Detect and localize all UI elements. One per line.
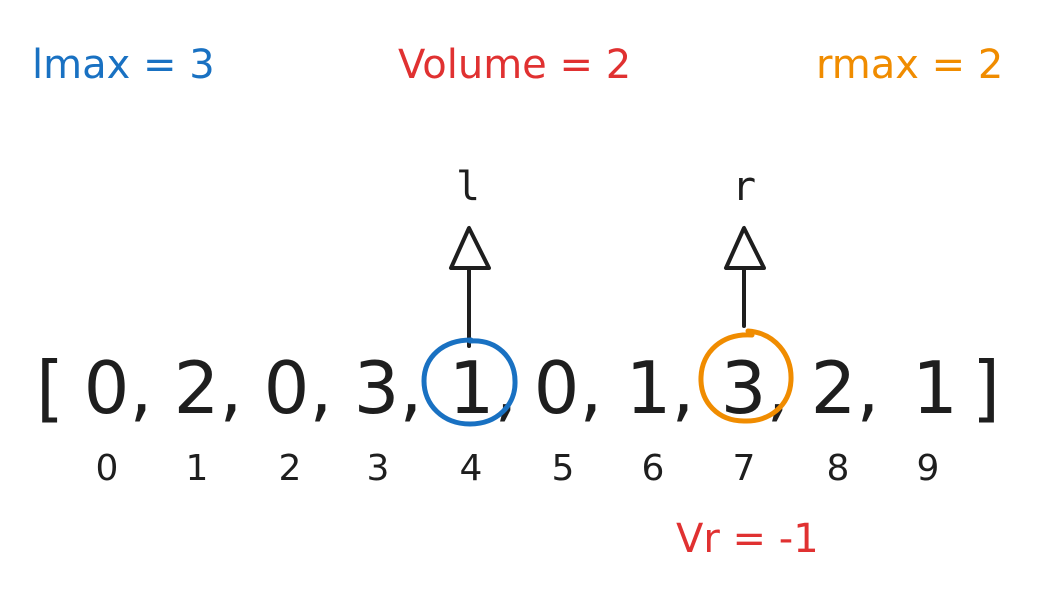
index-label: 8	[827, 448, 850, 489]
index-label: 3	[367, 448, 390, 489]
array-item: 1	[912, 346, 958, 430]
right-pointer-highlight-circle	[698, 328, 794, 424]
array-item-right-pointer: 3,	[721, 346, 790, 430]
index-label: 0	[96, 448, 119, 489]
volume-label: Volume = 2	[398, 42, 631, 88]
array-item: 2,	[811, 346, 880, 430]
array-item: 0,	[264, 346, 333, 430]
lmax-label: lmax = 3	[32, 42, 215, 88]
array-item: 0,	[84, 346, 153, 430]
array-item: 0,	[534, 346, 603, 430]
array-item: 1,	[626, 346, 695, 430]
array-close-bracket: ]	[972, 346, 1000, 430]
index-label: 5	[552, 448, 575, 489]
array-item-left-pointer: 1,	[449, 346, 518, 430]
array-item: 3,	[354, 346, 423, 430]
array-open-bracket: [	[36, 346, 64, 430]
index-label: 6	[642, 448, 665, 489]
index-label: 7	[733, 448, 756, 489]
left-pointer-highlight-circle	[421, 337, 518, 427]
index-label: 4	[460, 448, 483, 489]
right-pointer-label: r	[732, 164, 756, 210]
vr-label: Vr = -1	[676, 516, 819, 562]
left-pointer-arrowhead	[449, 226, 491, 270]
index-label: 9	[917, 448, 940, 489]
left-pointer-label: l	[456, 164, 480, 210]
index-label: 2	[279, 448, 302, 489]
index-label: 1	[186, 448, 209, 489]
array-item: 2,	[174, 346, 243, 430]
rmax-label: rmax = 2	[816, 42, 1003, 88]
right-pointer-arrowhead	[724, 226, 766, 270]
